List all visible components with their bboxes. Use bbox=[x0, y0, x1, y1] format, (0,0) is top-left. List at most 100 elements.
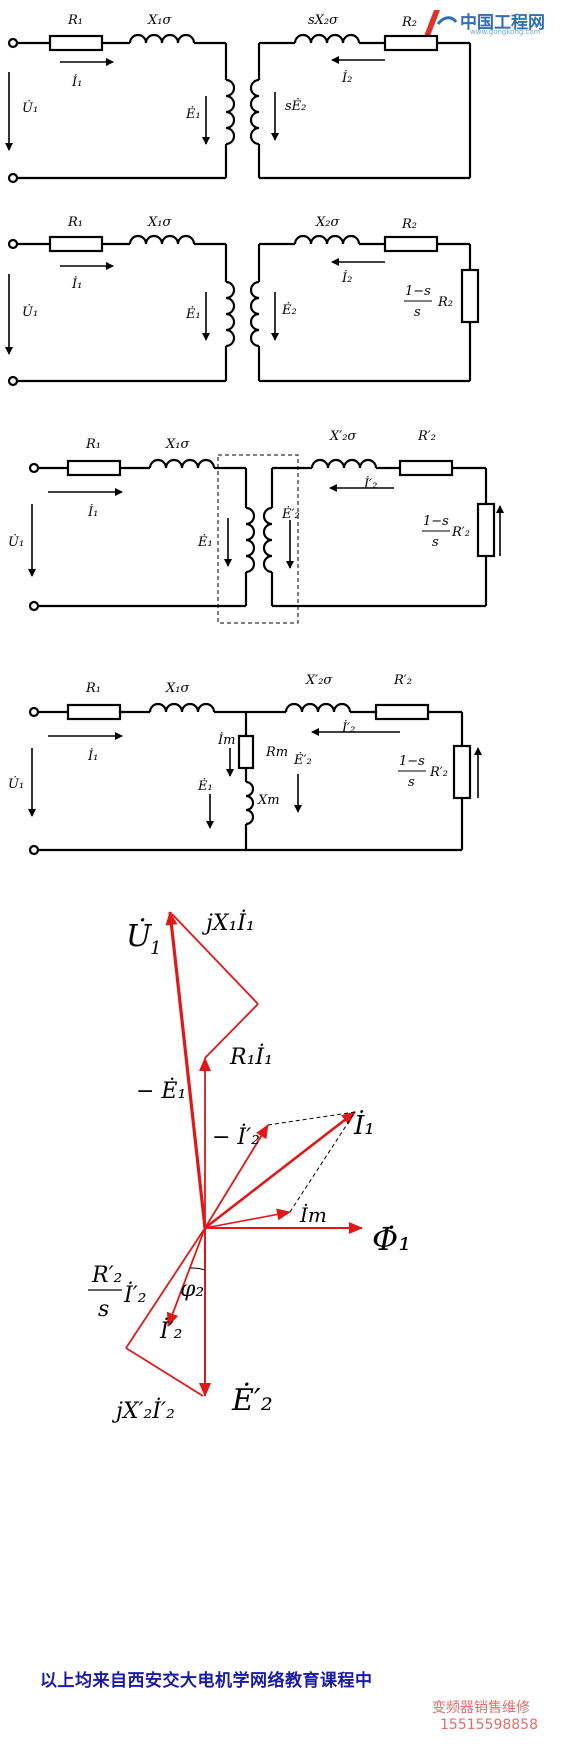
dashed-parallelogram-side bbox=[289, 1111, 356, 1213]
label-i2: İ′₂ bbox=[341, 719, 355, 736]
circuit-4 bbox=[28, 702, 482, 856]
label-r2: R′₂ bbox=[393, 673, 412, 688]
phasor-label-im: İm bbox=[299, 1203, 327, 1227]
label-e2: Ė′₂ bbox=[293, 751, 312, 768]
label-load-den: s bbox=[414, 305, 421, 320]
phasor-label-r2s-num: R′₂ bbox=[91, 1263, 122, 1288]
phasor-label-phi1: Φ̇₁ bbox=[372, 1220, 411, 1258]
winding-secondary bbox=[249, 78, 260, 146]
phasor-label-u1-sub: 1 bbox=[150, 938, 161, 959]
resistor-r2 bbox=[383, 235, 439, 253]
label-e1: Ė₁ bbox=[197, 777, 213, 794]
phasor-label-jx1i1: jX₁İ₁ bbox=[201, 909, 255, 936]
phasor-label-jx2i2: jX′₂İ′₂ bbox=[111, 1397, 175, 1424]
label-e1: Ė₁ bbox=[185, 305, 201, 322]
label-u1: U̇₁ bbox=[8, 534, 24, 550]
label-x1: X₁σ bbox=[165, 437, 190, 452]
label-load-num: 1−s bbox=[405, 284, 431, 299]
label-u1: U̇₁ bbox=[22, 304, 38, 320]
vector-neg-i2 bbox=[204, 1124, 269, 1229]
winding-primary bbox=[225, 78, 236, 146]
label-i1: İ₁ bbox=[87, 747, 98, 764]
load-resistor bbox=[460, 268, 480, 324]
label-rm: Rm bbox=[265, 745, 288, 760]
label-e2: Ė′₂ bbox=[281, 505, 300, 522]
label-i1: İ₁ bbox=[87, 503, 98, 520]
label-r2: R₂ bbox=[401, 15, 417, 30]
resistor-r1 bbox=[48, 34, 104, 52]
circuit-1 bbox=[5, 33, 472, 184]
transformer-box bbox=[217, 454, 299, 624]
label-x1: X₁σ bbox=[165, 681, 190, 696]
label-im: İm bbox=[217, 731, 235, 748]
label-x2: X′₂σ bbox=[329, 429, 357, 444]
label-e2: Ė₂ bbox=[281, 301, 297, 318]
inductor-sx2 bbox=[293, 33, 361, 44]
label-i1: İ₁ bbox=[71, 275, 82, 292]
vector-im bbox=[204, 1208, 291, 1229]
label-r2: R′₂ bbox=[417, 429, 436, 444]
label-e1: Ė₁ bbox=[197, 533, 213, 550]
caption: 以上均来自西安交大电机学网络教育课程中 bbox=[40, 1671, 373, 1691]
label-r1: R₁ bbox=[85, 681, 101, 696]
site-logo: 中国工程网 www.gongkong.com bbox=[418, 6, 566, 40]
inductor-x1 bbox=[128, 234, 196, 245]
label-e1: Ė₁ bbox=[185, 105, 201, 122]
resistor-r1 bbox=[66, 459, 122, 477]
circuit-3 bbox=[28, 454, 504, 624]
phasor-label-neg-e1: − Ė₁ bbox=[136, 1077, 186, 1104]
angle-arc-phi2 bbox=[189, 1267, 206, 1271]
circuit-2 bbox=[5, 234, 480, 387]
label-load-num: 1−s bbox=[399, 754, 425, 769]
label-x1: X₁σ bbox=[147, 13, 172, 28]
resistor-r2 bbox=[383, 34, 439, 52]
label-u1: U̇₁ bbox=[8, 776, 24, 792]
label-sx2: sX₂σ bbox=[308, 13, 339, 28]
phasor-label-i2: İ′₂ bbox=[159, 1317, 183, 1344]
label-u1: U̇₁ bbox=[22, 100, 38, 116]
inductor-x1 bbox=[148, 458, 216, 469]
winding-secondary bbox=[262, 506, 273, 574]
winding-secondary bbox=[249, 280, 260, 348]
label-se2: sĖ₂ bbox=[285, 97, 306, 114]
phasor-label-e2: Ė′₂ bbox=[231, 1382, 273, 1418]
vector-r1i1 bbox=[204, 1003, 259, 1059]
dashed-parallelogram-top bbox=[267, 1111, 356, 1126]
label-xm: Xm bbox=[257, 793, 280, 808]
vector-u1 bbox=[165, 911, 207, 1229]
inductor-x1 bbox=[128, 33, 196, 44]
logo-mark-icon bbox=[424, 10, 458, 36]
inductor-xm bbox=[245, 780, 255, 826]
resistor-rm bbox=[237, 734, 255, 770]
phasor-label-r1i1: R₁İ₁ bbox=[229, 1043, 273, 1070]
load-resistor bbox=[476, 502, 496, 558]
resistor-r2 bbox=[374, 703, 430, 721]
label-i1: İ₁ bbox=[71, 73, 82, 90]
label-x2: X′₂σ bbox=[305, 673, 333, 688]
label-x2: X₂σ bbox=[315, 215, 340, 230]
phasor-diagram bbox=[125, 911, 363, 1397]
watermark-line-1: 变频器销售维修 bbox=[432, 1700, 530, 1716]
label-i2: İ₂ bbox=[341, 69, 352, 86]
vector-jx2i2 bbox=[125, 1347, 204, 1397]
watermark-line-2: 15515598858 bbox=[440, 1717, 538, 1733]
label-i2: İ₂ bbox=[341, 269, 352, 286]
inductor-x1 bbox=[148, 702, 216, 713]
vector-jx1i1 bbox=[171, 913, 259, 1005]
load-resistor bbox=[452, 744, 472, 800]
phasor-label-i1: İ₁ bbox=[353, 1110, 375, 1141]
inductor-x2 bbox=[293, 234, 361, 245]
resistor-r1 bbox=[48, 235, 104, 253]
resistor-r2 bbox=[398, 459, 454, 477]
label-load-num: 1−s bbox=[423, 514, 449, 529]
label-i2: İ′₂ bbox=[363, 475, 377, 492]
label-load-den: s bbox=[432, 535, 439, 550]
vector-i1 bbox=[204, 1110, 356, 1230]
winding-primary bbox=[245, 506, 256, 574]
vector-i2 bbox=[166, 1227, 206, 1327]
label-r2: R₂ bbox=[401, 217, 417, 232]
label-r1: R₁ bbox=[85, 437, 101, 452]
phasor-label-r2s-i: İ′₂ bbox=[123, 1281, 147, 1308]
label-load-r: R′₂ bbox=[451, 525, 470, 540]
